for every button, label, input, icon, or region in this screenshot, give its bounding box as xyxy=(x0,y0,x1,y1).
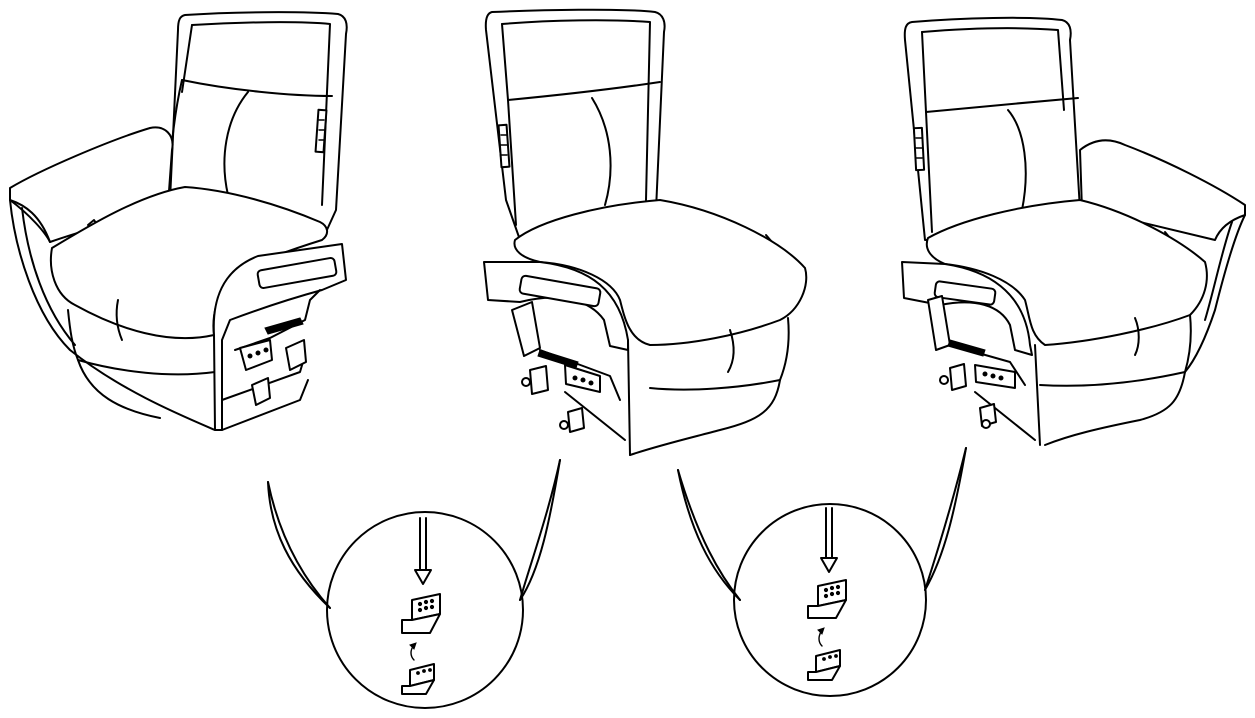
bracket-connect-icon xyxy=(401,593,441,695)
down-arrow-icon xyxy=(414,517,432,585)
connector-callout-1 xyxy=(267,459,561,709)
bracket-connect-icon xyxy=(807,579,847,681)
down-arrow-icon xyxy=(820,507,838,573)
recliner-right-arm-icon xyxy=(901,16,1246,446)
recliner-left-arm-icon xyxy=(9,11,348,431)
recliner-armless-icon xyxy=(483,8,808,456)
connector-callout-2 xyxy=(677,447,967,697)
